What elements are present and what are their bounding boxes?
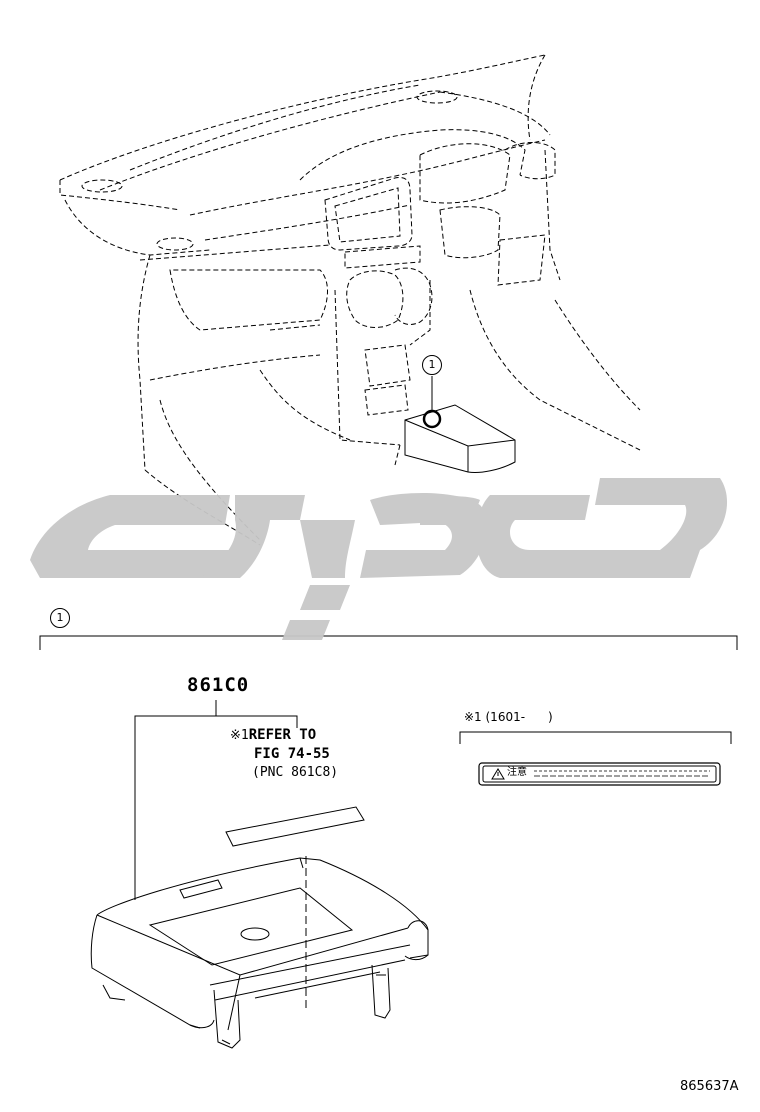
caution-label [478, 762, 721, 786]
part-number-label: 861C0 [187, 674, 250, 696]
refer-note-line1: REFER TO [248, 727, 317, 743]
refer-note-line2: FIG 74-55 [254, 746, 330, 762]
callout-1-top-label: 1 [428, 358, 436, 371]
refer-note: ※1REFER TO FIG 74-55 (PNC 861C8) [230, 728, 338, 779]
refer-note-mark: ※1 [230, 728, 249, 743]
console-box-small [404, 404, 516, 473]
drawing-id: 865637A [680, 1079, 739, 1094]
section-bracket [39, 635, 738, 650]
label-strip [225, 806, 365, 847]
variant-bracket [459, 731, 732, 744]
callout-1-section-label: 1 [56, 611, 64, 624]
warning-triangle-icon [491, 768, 505, 780]
callout-1-top: 1 [422, 355, 442, 375]
callout-1-section: 1 [50, 608, 70, 628]
refer-note-line3: (PNC 861C8) [252, 765, 339, 780]
console-box-large [90, 857, 429, 1049]
caution-label-text: 注意 [507, 767, 527, 778]
variant-note: ※1 (1601- ) [464, 710, 553, 724]
